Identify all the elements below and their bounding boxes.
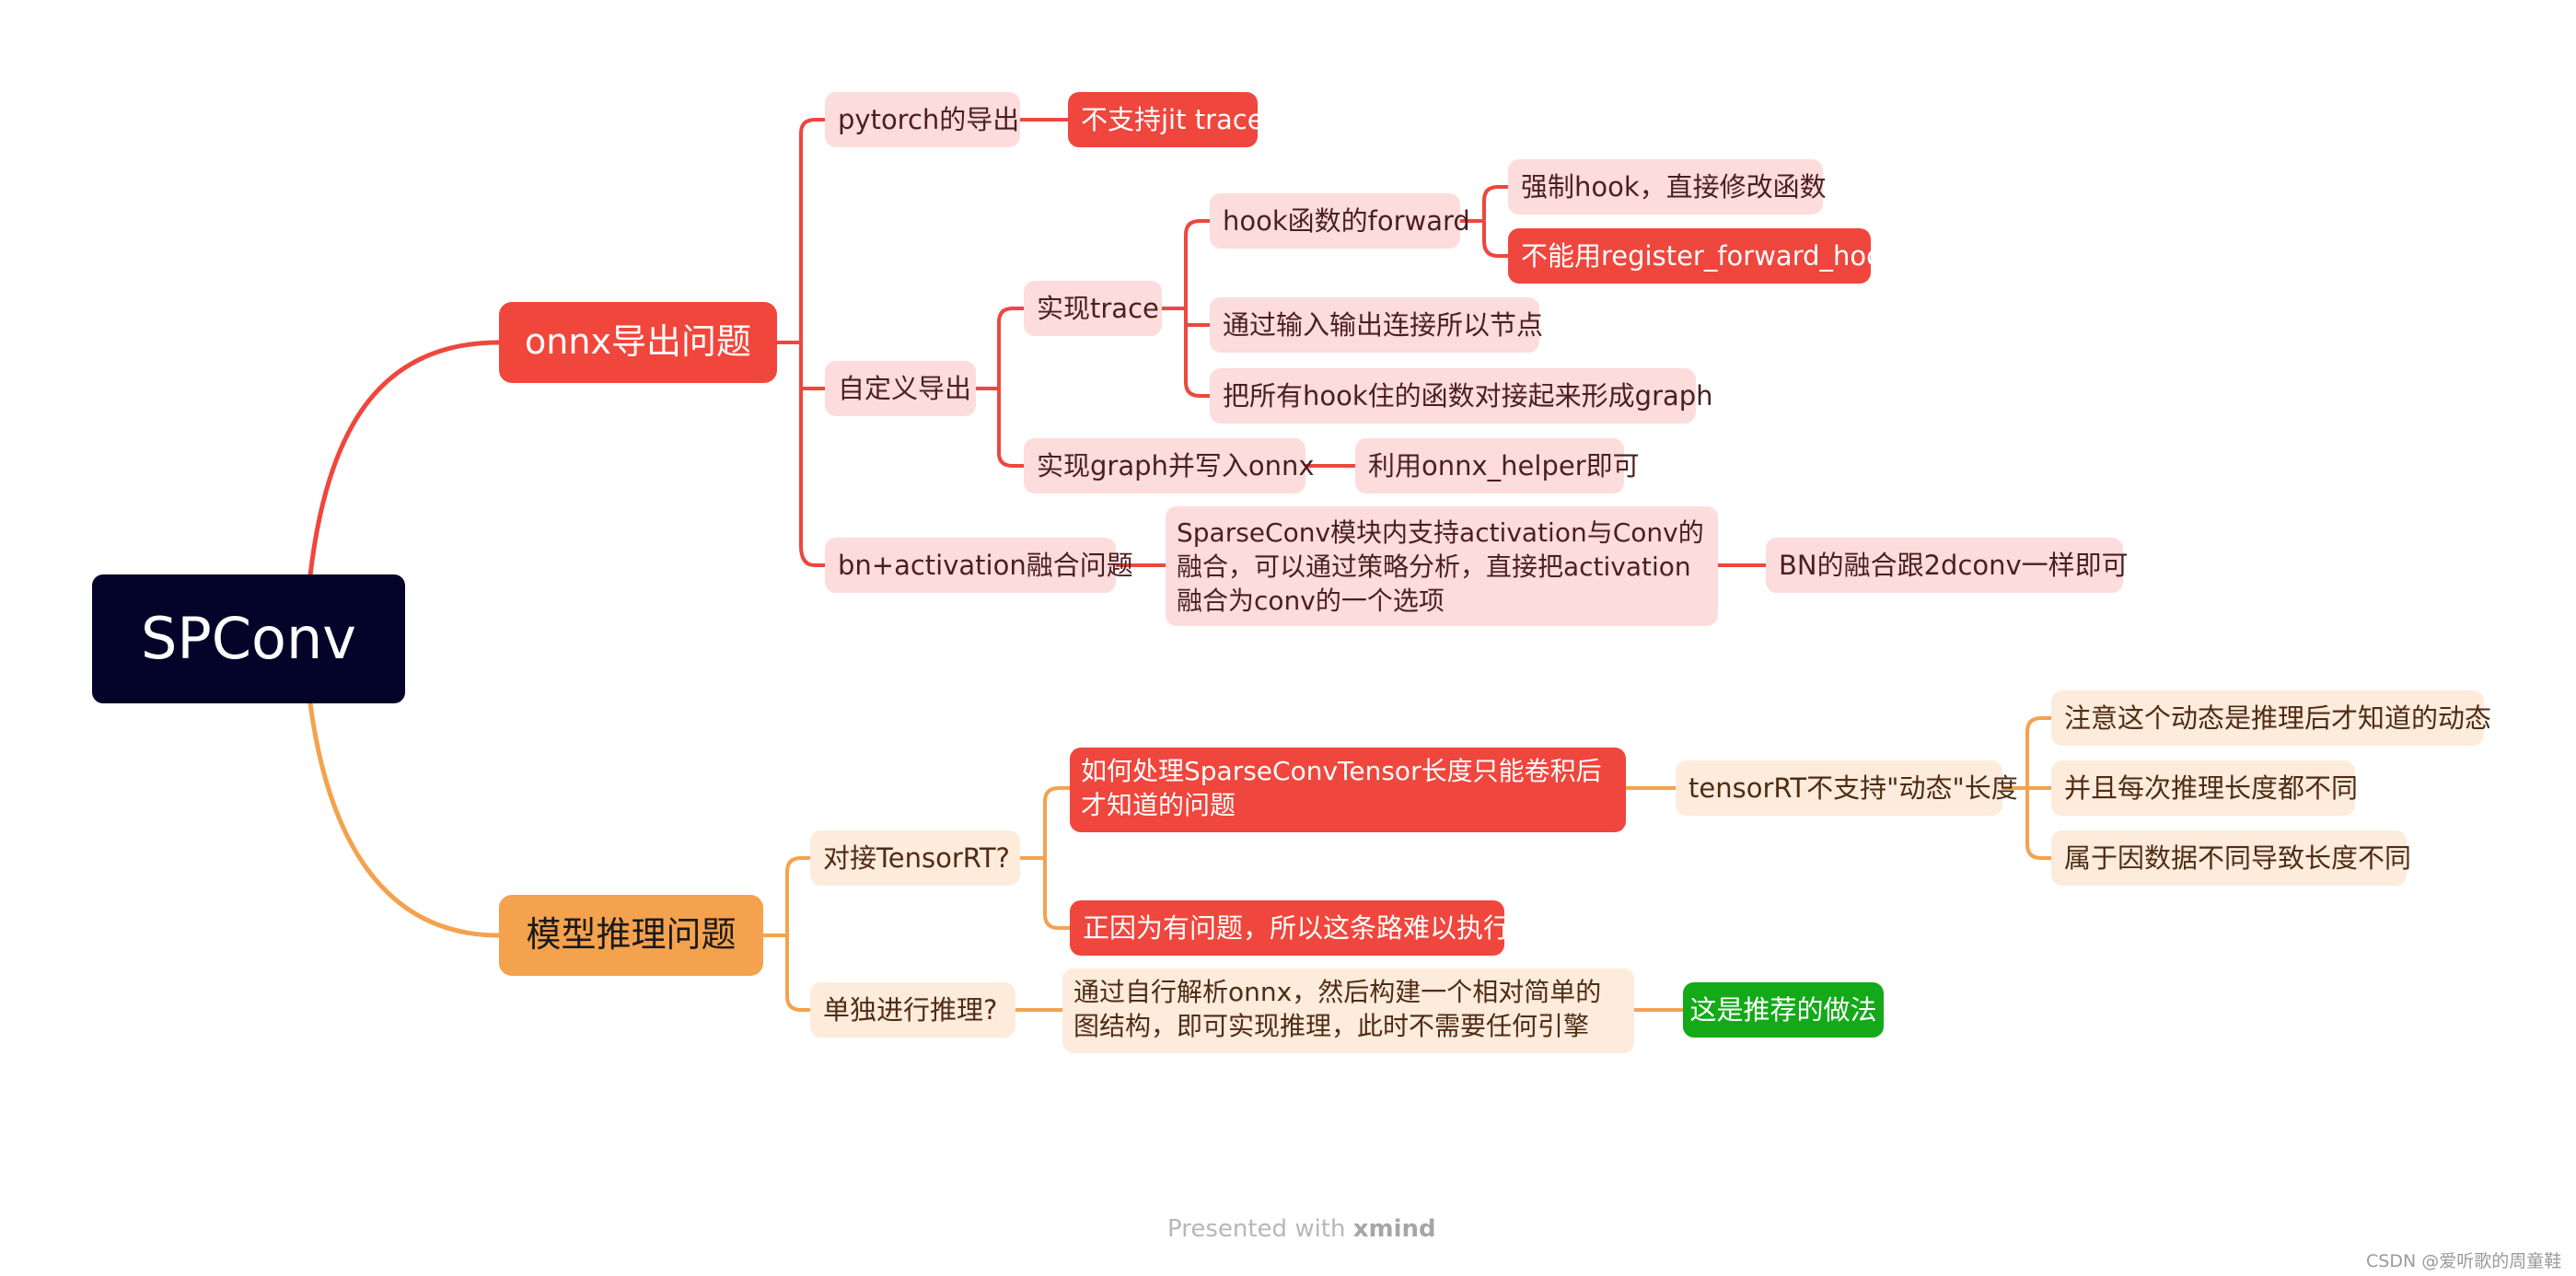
trt-no-dynamic-node[interactable]: tensorRT不支持"动态"长度 xyxy=(1676,760,2018,816)
no-register-hook-label: 不能用register_forward_hook xyxy=(1521,239,1898,272)
hook-forward-node[interactable]: hook函数的forward xyxy=(1210,193,1470,249)
force-hook-label: 强制hook，直接修改函数 xyxy=(1521,170,1827,203)
impl-graph-label: 实现graph并写入onnx xyxy=(1037,449,1315,481)
csdn-credit: CSDN @爱听歌的周童鞋 xyxy=(2366,1251,2562,1271)
hard-path-label: 正因为有问题，所以这条路难以执行 xyxy=(1083,911,1511,944)
no-jit-trace-node[interactable]: 不支持jit trace xyxy=(1068,92,1264,147)
pytorch-export-label: pytorch的导出 xyxy=(838,103,1020,135)
standalone-label: 单独进行推理? xyxy=(823,993,998,1026)
no-jit-trace-label: 不支持jit trace xyxy=(1081,103,1264,135)
bn-act-node[interactable]: bn+activation融合问题 xyxy=(825,538,1133,593)
parse-onnx-node[interactable]: 通过自行解析onnx，然后构建一个相对简单的图结构，即可实现推理，此时不需要任何… xyxy=(1062,969,1634,1053)
xmind-footer: Presented with xmind xyxy=(1167,1215,1436,1243)
use-helper-node[interactable]: 利用onnx_helper即可 xyxy=(1355,438,1640,493)
impl-trace-node[interactable]: 实现trace xyxy=(1024,281,1162,336)
note-dynamic-node[interactable]: 注意这个动态是推理后才知道的动态 xyxy=(2051,690,2491,746)
data-diff-label: 属于因数据不同导致长度不同 xyxy=(2064,841,2412,874)
standalone-node[interactable]: 单独进行推理? xyxy=(810,982,1015,1038)
root-node[interactable]: SPConv xyxy=(92,574,405,703)
xmind-brand: xmind xyxy=(1352,1215,1436,1243)
sparseconv-desc-label: SparseConv模块内支持activation与Conv的融合，可以通过策略… xyxy=(1177,517,1704,617)
data-diff-node[interactable]: 属于因数据不同导致长度不同 xyxy=(2051,830,2411,886)
tensorrt-node[interactable]: 对接TensorRT? xyxy=(810,830,1020,886)
pytorch-export-node[interactable]: pytorch的导出 xyxy=(825,92,1020,147)
sparseconv-desc-node[interactable]: SparseConv模块内支持activation与Conv的融合，可以通过策略… xyxy=(1166,506,1718,626)
onnx-export-node[interactable]: onnx导出问题 xyxy=(499,302,777,383)
how-handle-label: 如何处理SparseConvTensor长度只能卷积后才知道的问题 xyxy=(1081,756,1602,821)
inference-label: 模型推理问题 xyxy=(526,914,737,956)
note-dynamic-label: 注意这个动态是推理后才知道的动态 xyxy=(2064,702,2492,734)
connect-nodes-node[interactable]: 通过输入输出连接所以节点 xyxy=(1210,297,1543,353)
each-diff-node[interactable]: 并且每次推理长度都不同 xyxy=(2051,760,2359,816)
recommended-label: 这是推荐的做法 xyxy=(1689,993,1877,1026)
hook-forward-label: hook函数的forward xyxy=(1223,204,1470,237)
impl-graph-node[interactable]: 实现graph并写入onnx xyxy=(1024,438,1315,493)
join-hooked-node[interactable]: 把所有hook住的函数对接起来形成graph xyxy=(1210,368,1713,423)
use-helper-label: 利用onnx_helper即可 xyxy=(1368,449,1640,481)
bn-fuse-label: BN的融合跟2dconv一样即可 xyxy=(1779,549,2129,581)
parse-onnx-label: 通过自行解析onnx，然后构建一个相对简单的图结构，即可实现推理，此时不需要任何… xyxy=(1073,977,1602,1042)
bn-fuse-node[interactable]: BN的融合跟2dconv一样即可 xyxy=(1766,538,2129,593)
join-hooked-label: 把所有hook住的函数对接起来形成graph xyxy=(1223,379,1713,412)
tensorrt-label: 对接TensorRT? xyxy=(823,841,1010,874)
force-hook-node[interactable]: 强制hook，直接修改函数 xyxy=(1508,159,1827,215)
bn-act-label: bn+activation融合问题 xyxy=(838,549,1133,581)
custom-export-label: 自定义导出 xyxy=(838,372,972,404)
inference-node[interactable]: 模型推理问题 xyxy=(499,895,763,976)
onnx-export-label: onnx导出问题 xyxy=(525,321,751,363)
no-register-hook-node[interactable]: 不能用register_forward_hook xyxy=(1508,228,1898,284)
hard-path-node[interactable]: 正因为有问题，所以这条路难以执行 xyxy=(1070,900,1510,956)
link-root-inference xyxy=(307,701,502,938)
presented-with-text: Presented with xyxy=(1167,1215,1346,1243)
how-handle-node[interactable]: 如何处理SparseConvTensor长度只能卷积后才知道的问题 xyxy=(1070,748,1626,832)
each-diff-label: 并且每次推理长度都不同 xyxy=(2064,771,2359,804)
root-label: SPConv xyxy=(141,605,356,673)
recommended-node[interactable]: 这是推荐的做法 xyxy=(1683,982,1884,1038)
custom-export-node[interactable]: 自定义导出 xyxy=(825,361,976,416)
trt-no-dynamic-label: tensorRT不支持"动态"长度 xyxy=(1688,771,2018,804)
connect-nodes-label: 通过输入输出连接所以节点 xyxy=(1223,308,1544,341)
link-root-onnx xyxy=(307,340,502,578)
impl-trace-label: 实现trace xyxy=(1037,292,1159,324)
